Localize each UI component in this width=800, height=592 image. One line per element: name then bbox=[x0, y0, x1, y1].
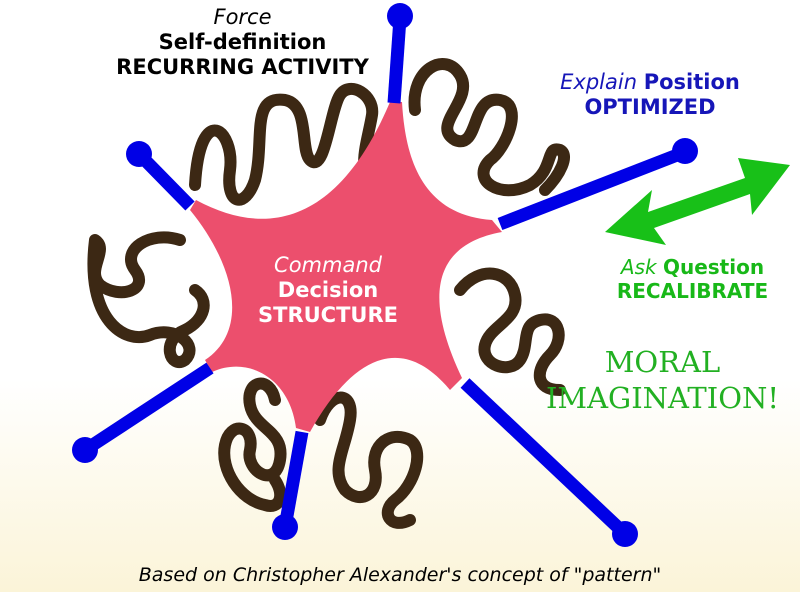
arm-lower-left bbox=[81, 362, 214, 456]
recalibrate-label: RECALIBRATE bbox=[616, 279, 769, 303]
arm-upper-right bbox=[497, 145, 688, 231]
squiggle-lower-right bbox=[454, 267, 566, 396]
question-label: Question bbox=[662, 255, 765, 279]
knob-lower-right bbox=[612, 521, 638, 547]
structure-label: STRUCTURE bbox=[258, 303, 398, 328]
ask-verb: Ask bbox=[620, 255, 657, 279]
central-body bbox=[190, 102, 502, 432]
recurring-activity-label: RECURRING ACTIVITY bbox=[116, 55, 369, 80]
explain-label-group: Explain Position OPTIMIZED bbox=[535, 70, 765, 120]
arm-top bbox=[387, 17, 407, 104]
moral-line: MORAL bbox=[604, 345, 721, 379]
knob-upper-left bbox=[126, 141, 152, 167]
knob-top bbox=[387, 3, 413, 29]
knob-upper-right bbox=[672, 138, 698, 164]
arms bbox=[81, 17, 688, 539]
position-label: Position bbox=[643, 70, 740, 94]
decision-label: Decision bbox=[277, 278, 379, 303]
arm-knobs bbox=[72, 3, 698, 547]
optimized-label: OPTIMIZED bbox=[584, 95, 716, 120]
knob-bottom bbox=[272, 514, 298, 540]
knob-lower-left bbox=[72, 437, 98, 463]
ask-label-group: Ask Question RECALIBRATE bbox=[600, 255, 785, 303]
squiggle-left bbox=[87, 231, 210, 368]
squiggle-upper-right bbox=[408, 58, 570, 197]
command-label-group: Command Decision STRUCTURE bbox=[228, 253, 428, 329]
imagination-line: IMAGINATION! bbox=[545, 380, 780, 415]
command-verb: Command bbox=[274, 253, 382, 277]
double-headed-arrow-icon bbox=[605, 158, 790, 245]
arm-bottom bbox=[278, 430, 309, 529]
arm-lower-right bbox=[460, 378, 630, 539]
squiggle-lower-left bbox=[218, 377, 287, 512]
force-verb: Force bbox=[213, 5, 272, 29]
self-definition-label: Self-definition bbox=[158, 30, 327, 55]
moral-imagination-label: MORAL IMAGINATION! bbox=[540, 345, 785, 416]
squiggle-group bbox=[87, 58, 570, 529]
force-label-group: Force Self-definition RECURRING ACTIVITY bbox=[90, 5, 395, 81]
squiggle-upper-left bbox=[189, 83, 381, 206]
squiggle-lower-middle bbox=[314, 391, 424, 529]
explain-verb: Explain bbox=[560, 70, 638, 94]
arm-upper-left bbox=[135, 150, 195, 211]
caption: Based on Christopher Alexander's concept… bbox=[138, 564, 662, 586]
